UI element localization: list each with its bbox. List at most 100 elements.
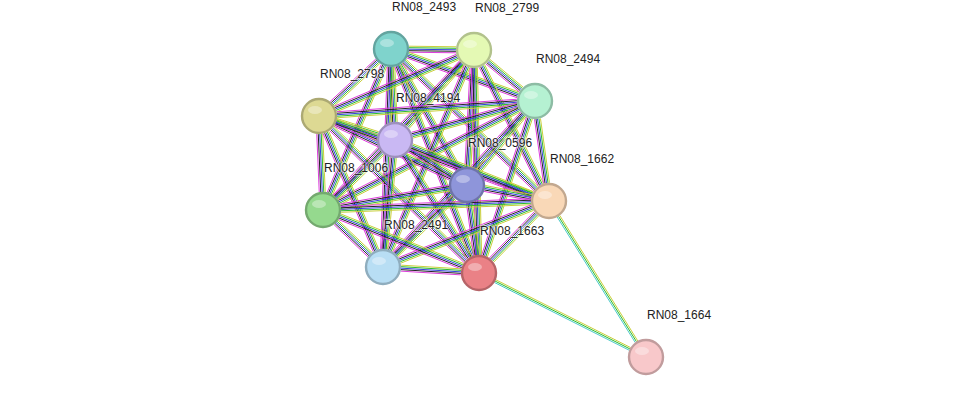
evidence-line bbox=[318, 134, 320, 192]
evidence-line bbox=[401, 267, 461, 271]
interaction-group bbox=[409, 46, 456, 53]
evidence-line bbox=[341, 190, 450, 209]
interaction-group bbox=[339, 214, 464, 269]
evidence-line bbox=[494, 216, 539, 262]
protein-label: RN08_1663 bbox=[480, 224, 544, 238]
evidence-line bbox=[329, 131, 379, 249]
protein-node: RN08_2798 bbox=[301, 98, 337, 134]
evidence-line bbox=[337, 120, 379, 133]
evidence-line bbox=[560, 215, 638, 340]
evidence-line bbox=[401, 271, 461, 275]
node-highlight bbox=[308, 106, 322, 114]
evidence-line bbox=[323, 134, 373, 252]
evidence-line bbox=[334, 225, 368, 257]
protein-label: RN08_4194 bbox=[396, 91, 460, 105]
node-circle bbox=[456, 32, 492, 68]
node-disc bbox=[374, 32, 408, 66]
evidence-line bbox=[341, 199, 531, 207]
interaction-edge bbox=[339, 109, 519, 202]
evidence-line bbox=[341, 200, 531, 208]
evidence-line bbox=[471, 68, 475, 255]
evidence-line bbox=[489, 60, 522, 88]
interaction-group bbox=[465, 68, 476, 167]
protein-node: RN08_2799 bbox=[456, 32, 492, 68]
interaction-edge bbox=[485, 188, 532, 197]
interaction-edge bbox=[336, 222, 370, 254]
evidence-line bbox=[338, 108, 518, 201]
node-circle bbox=[628, 339, 664, 375]
evidence-line bbox=[325, 133, 375, 251]
evidence-line bbox=[412, 103, 517, 132]
evidence-line bbox=[557, 217, 635, 342]
interaction-edge bbox=[400, 65, 458, 170]
evidence-line bbox=[338, 107, 518, 200]
evidence-line bbox=[536, 119, 545, 183]
evidence-line bbox=[401, 270, 461, 274]
interaction-group bbox=[412, 103, 519, 138]
evidence-line bbox=[340, 112, 520, 205]
evidence-line bbox=[331, 60, 377, 102]
node-disc bbox=[518, 84, 552, 118]
node-highlight bbox=[468, 263, 482, 271]
evidence-line bbox=[334, 62, 460, 196]
evidence-line bbox=[465, 68, 470, 167]
interaction-edge bbox=[341, 202, 531, 210]
node-highlight bbox=[372, 257, 386, 265]
protein-label: RN08_0596 bbox=[468, 136, 532, 150]
evidence-line bbox=[484, 191, 531, 200]
interaction-edge bbox=[341, 188, 450, 207]
evidence-line bbox=[327, 132, 377, 250]
protein-label: RN08_2491 bbox=[384, 218, 448, 232]
interaction-group bbox=[338, 107, 521, 205]
evidence-line bbox=[337, 221, 371, 253]
interaction-edge bbox=[401, 268, 461, 272]
interaction-edge bbox=[336, 153, 382, 198]
evidence-line bbox=[337, 119, 533, 192]
evidence-line bbox=[340, 185, 449, 204]
evidence-line bbox=[490, 59, 523, 87]
node-highlight bbox=[384, 130, 398, 138]
interaction-edge bbox=[392, 67, 394, 122]
node-disc bbox=[302, 99, 336, 133]
evidence-line bbox=[494, 282, 629, 350]
interaction-group bbox=[340, 185, 450, 210]
interaction-edge bbox=[335, 63, 461, 197]
evidence-line bbox=[390, 67, 392, 122]
evidence-line bbox=[338, 220, 372, 252]
protein-label: RN08_2799 bbox=[475, 1, 539, 15]
protein-node: RN08_2494 bbox=[517, 83, 553, 119]
protein-node: RN08_4194 bbox=[377, 122, 413, 158]
evidence-line bbox=[485, 65, 544, 184]
evidence-line bbox=[473, 68, 477, 255]
interaction-edge bbox=[340, 217, 463, 267]
interaction-group bbox=[317, 134, 325, 192]
evidence-line bbox=[485, 187, 532, 196]
evidence-line bbox=[471, 203, 478, 255]
evidence-line bbox=[409, 50, 456, 52]
interaction-group bbox=[486, 59, 523, 92]
interaction-edge bbox=[468, 68, 473, 167]
interaction-group bbox=[333, 61, 464, 199]
evidence-line bbox=[409, 46, 456, 48]
evidence-line bbox=[409, 52, 456, 54]
evidence-line bbox=[468, 203, 475, 255]
interaction-edge bbox=[409, 49, 456, 51]
evidence-line bbox=[413, 107, 518, 136]
evidence-line bbox=[406, 59, 538, 186]
evidence-line bbox=[401, 64, 459, 169]
interaction-group bbox=[494, 280, 630, 351]
evidence-line bbox=[496, 280, 631, 348]
evidence-line bbox=[335, 223, 369, 255]
protein-label: RN08_1006 bbox=[324, 161, 388, 175]
evidence-line bbox=[388, 158, 397, 249]
interaction-edge bbox=[495, 281, 630, 349]
evidence-line bbox=[341, 205, 531, 213]
node-highlight bbox=[312, 200, 326, 208]
evidence-line bbox=[413, 109, 518, 138]
evidence-line bbox=[476, 68, 480, 255]
evidence-line bbox=[340, 111, 520, 204]
node-highlight bbox=[538, 191, 552, 199]
evidence-line bbox=[487, 63, 520, 91]
interaction-group bbox=[535, 118, 550, 183]
interaction-group bbox=[330, 59, 380, 106]
